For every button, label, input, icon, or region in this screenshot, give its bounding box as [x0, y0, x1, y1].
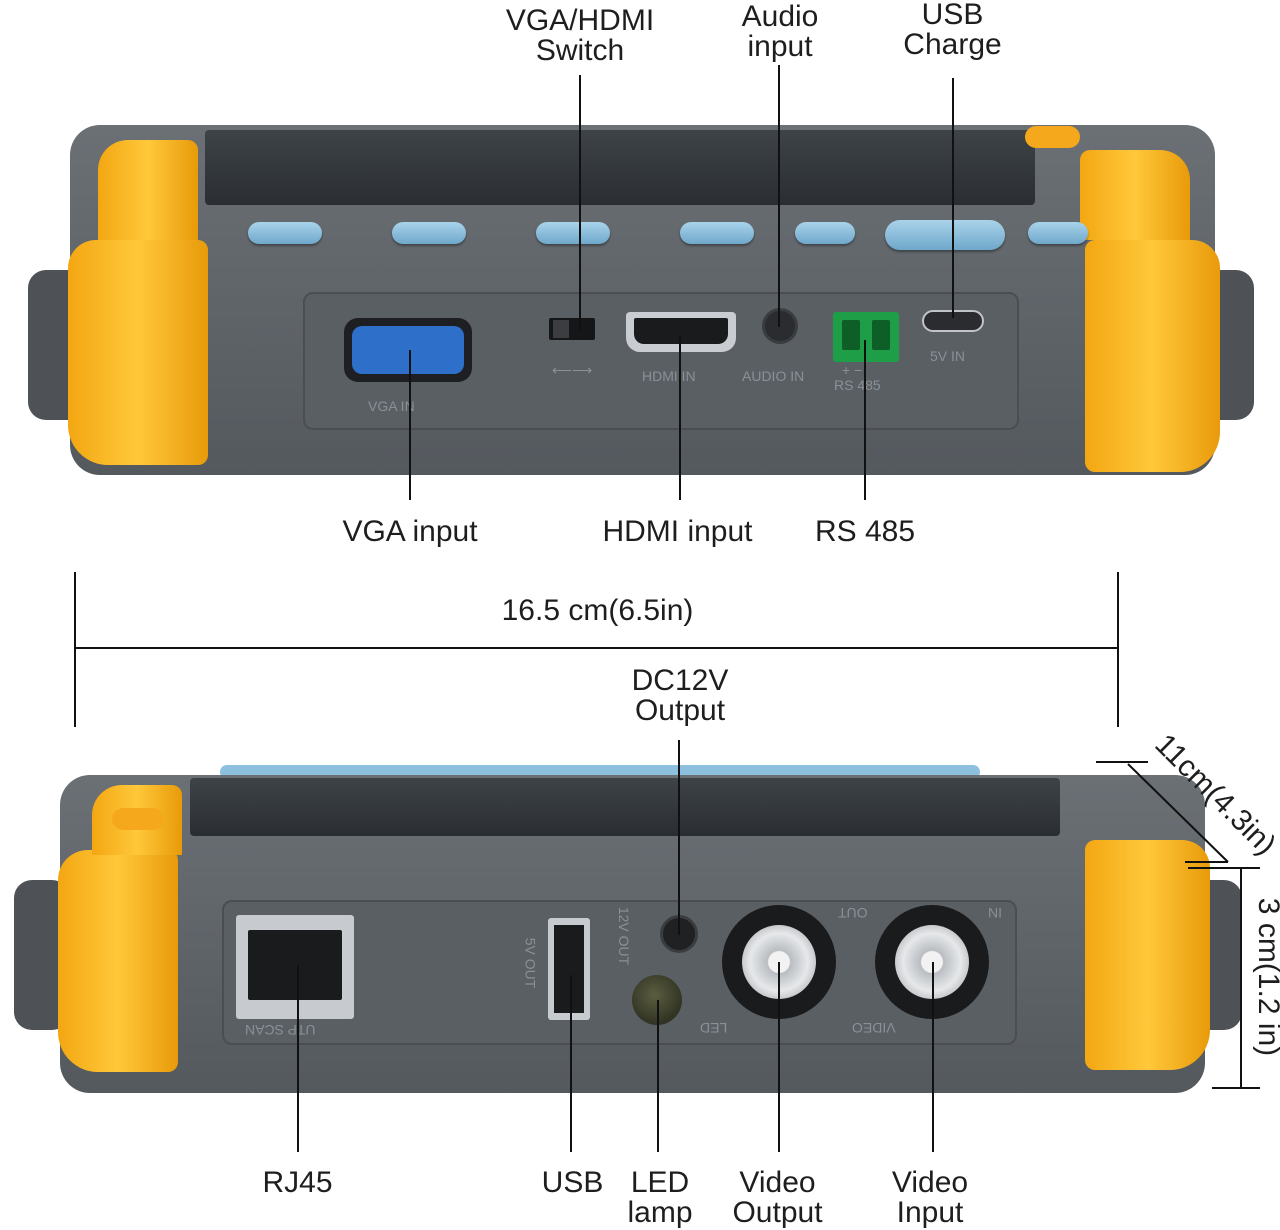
left-bumper-bottom [58, 850, 178, 1072]
right-bumper-bottom [1085, 840, 1210, 1070]
label-rj45: RJ45 [262, 1166, 333, 1199]
audio-jack [762, 308, 798, 344]
leader-switch [579, 75, 581, 330]
left-bumper-corner-top [98, 140, 198, 240]
silk-switch-arrows: ⟵⟶ [552, 362, 593, 378]
power-button-top[interactable] [1025, 126, 1080, 148]
rs485-screw-2 [872, 320, 890, 350]
label-rs485: RS 485 [814, 515, 916, 548]
dpad-button[interactable] [885, 220, 1005, 250]
leader-usb-charge [952, 78, 954, 318]
silk-audio-in: AUDIO IN [742, 368, 805, 384]
right-bumper-top [1085, 240, 1220, 472]
leader-video-input [932, 962, 934, 1152]
leader-video-output [778, 962, 780, 1152]
power-button-bottom[interactable] [112, 808, 164, 830]
label-hdmi-input: HDMI input [602, 515, 753, 548]
front-button-3[interactable] [536, 222, 610, 244]
front-button-5[interactable] [795, 222, 855, 244]
leader-rj45 [297, 965, 299, 1152]
width-dim-line [74, 647, 1119, 649]
leader-rs485 [864, 340, 866, 500]
leader-vga [409, 350, 411, 500]
silk-rs485-pins: + − [842, 362, 863, 378]
label-usb: USB [541, 1166, 604, 1199]
rs485-screw-1 [842, 320, 860, 350]
width-dim-left-tick [74, 572, 76, 727]
silk-vga-in: VGA IN [368, 398, 415, 414]
label-height-dimension: 3 cm(1.2 in) [1252, 898, 1280, 1057]
silk-rs485: RS 485 [834, 377, 881, 393]
leader-audio [778, 65, 780, 327]
screen-bottom [190, 778, 1060, 836]
height-dim-bottom-tick [1212, 1087, 1260, 1089]
left-bumper-top [68, 240, 208, 465]
screen-top [205, 130, 1035, 205]
leader-dc12v [678, 740, 680, 935]
front-button-1[interactable] [248, 222, 322, 244]
front-button-2[interactable] [392, 222, 466, 244]
height-dim-line [1240, 868, 1242, 1088]
usb-a-port-inner [554, 925, 584, 1013]
width-dim-right-tick [1117, 572, 1119, 727]
leader-led [657, 1000, 659, 1152]
leader-usb [570, 975, 572, 1152]
hdmi-port-inner [634, 318, 728, 344]
switch-slider [553, 320, 569, 338]
right-bumper-corner-top [1080, 150, 1190, 240]
label-vga-input: VGA input [342, 515, 478, 548]
rj45-port-inner [248, 930, 342, 1000]
vga-port-insert [352, 326, 464, 374]
leader-hdmi [679, 335, 681, 500]
label-width-dimension: 16.5 cm(6.5in) [501, 594, 694, 627]
silk-5v-in: 5V IN [930, 348, 966, 364]
silk-hdmi-in: HDMI IN [642, 368, 696, 384]
height-dim-top-tick [1188, 867, 1260, 869]
front-button-4[interactable] [680, 222, 754, 244]
front-button-menu[interactable] [1028, 222, 1088, 244]
